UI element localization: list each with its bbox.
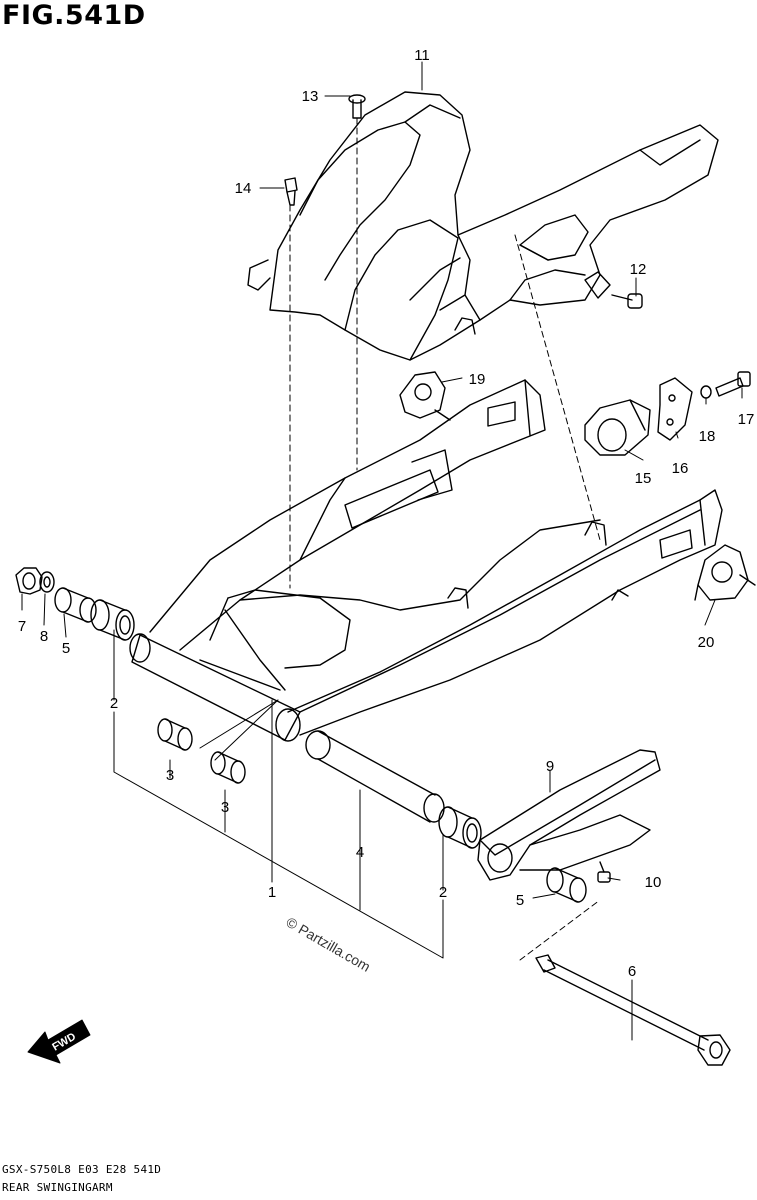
callout-9: 9: [546, 758, 554, 775]
callout-10: 10: [645, 874, 662, 891]
washer-8: [39, 571, 55, 593]
callout-1: 1: [268, 884, 276, 901]
spacer-5-left: [54, 587, 97, 623]
callout-13: 13: [302, 88, 319, 105]
callout-3-lower: 3: [221, 799, 229, 816]
callout-2-right: 2: [439, 884, 447, 901]
watermark-text: © Partzilla.com: [284, 914, 374, 975]
callout-12: 12: [630, 261, 647, 278]
washer-18: [700, 385, 712, 399]
bolt-14: [284, 177, 298, 206]
bolt-10: [597, 861, 611, 883]
bracket-20: [694, 544, 756, 601]
callout-4: 4: [356, 844, 364, 861]
fwd-arrow: FWD: [27, 1019, 91, 1064]
leader-lines: [21, 61, 743, 1041]
figure-name: REAR SWINGINGARM: [2, 1181, 113, 1194]
model-code: GSX-S750L8 E03 E28 541D: [2, 1163, 162, 1176]
chain-guard-fender: [247, 91, 719, 361]
bolt-12: [611, 293, 643, 309]
nut-7: [15, 567, 43, 595]
callout-19: 19: [469, 371, 486, 388]
callout-8: 8: [40, 628, 48, 645]
chain-buffer-15: [584, 399, 651, 456]
pivot-shaft-6: [535, 954, 731, 1066]
callout-18: 18: [699, 428, 716, 445]
callout-17: 17: [738, 411, 755, 428]
callout-14: 14: [235, 180, 252, 197]
dashed-guide-lines: [289, 117, 601, 961]
bearing-2-left: [90, 599, 135, 641]
slider-plate-16: [657, 377, 693, 441]
callout-7: 7: [18, 618, 26, 635]
bracket-19: [399, 371, 451, 421]
callout-16: 16: [672, 460, 689, 477]
callout-5-left: 5: [62, 640, 70, 657]
bearing-3-lower: [210, 751, 246, 784]
bearing-3-upper: [157, 718, 193, 751]
callout-11: 11: [414, 47, 430, 64]
figure-title: FIG.541D: [2, 0, 146, 31]
callout-labels: 1 2 2 3 3 4 5 5 6 7 8 9 10 11 12 13 14 1…: [18, 47, 755, 980]
callout-6: 6: [628, 963, 636, 980]
callout-5-right: 5: [516, 892, 524, 909]
swingarm: [129, 379, 723, 742]
callout-3-upper: 3: [166, 767, 174, 784]
bolt-17: [715, 371, 751, 397]
callout-20: 20: [698, 634, 715, 651]
pivot-tube-4: [305, 730, 445, 823]
bearing-2-right: [438, 806, 482, 849]
callout-15: 15: [635, 470, 652, 487]
spacer-5-right: [546, 867, 587, 903]
callout-2-left: 2: [110, 695, 118, 712]
chain-guard-9: [477, 749, 661, 881]
screw-13: [348, 94, 366, 119]
